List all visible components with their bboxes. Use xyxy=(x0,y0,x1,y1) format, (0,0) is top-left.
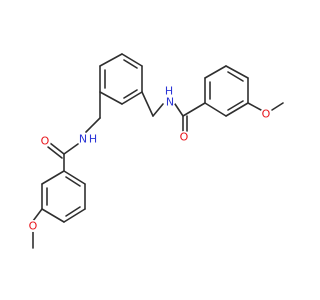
central-benzene-ring xyxy=(99,53,143,105)
atom-labels: O N H O H N O O xyxy=(27,85,272,233)
nitrogen-atom: N H xyxy=(77,133,97,146)
right-amide-linker xyxy=(141,91,206,132)
left-amide-linker xyxy=(47,91,101,172)
atom-label-o-right-methoxy: O xyxy=(262,108,271,121)
atom-label-o-left-methoxy: O xyxy=(29,220,38,233)
atom-label-h-left: H xyxy=(89,133,97,146)
oxygen-atom: O xyxy=(260,108,272,121)
left-benzene-ring xyxy=(32,170,86,249)
oxygen-atom: O xyxy=(27,220,39,233)
nitrogen-atom: H N xyxy=(164,85,176,109)
atom-label-o-right-carbonyl: O xyxy=(180,131,189,144)
atom-label-h-right: H xyxy=(165,85,173,98)
right-benzene-ring xyxy=(204,65,284,117)
oxygen-atom: O xyxy=(178,131,190,144)
atom-label-o-left-carbonyl: O xyxy=(41,135,50,148)
atom-label-n-right: N xyxy=(166,96,174,109)
structure-diagram: O N H O H N O O xyxy=(27,53,284,249)
oxygen-atom: O xyxy=(39,135,51,148)
atom-label-n-left: N xyxy=(79,133,87,146)
